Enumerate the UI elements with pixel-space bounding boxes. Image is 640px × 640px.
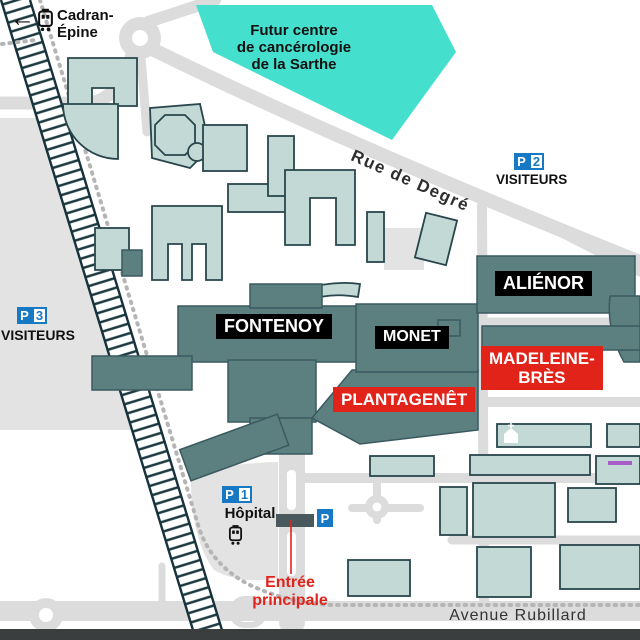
building — [606, 423, 640, 448]
building-courtyard — [151, 205, 223, 281]
parking-p-icon: P — [17, 307, 32, 324]
building-label-monet: MONET — [375, 326, 449, 349]
parking-p3-caption: VISITEURS — [1, 327, 75, 343]
parking-badge-p1: P 1 — [222, 486, 252, 503]
madeleine-bres-line1: MADELEINE- — [489, 349, 595, 368]
street-label-avenue-rubillard: Avenue Rubillard — [449, 607, 587, 624]
building-chapel-wing — [496, 423, 592, 448]
parking-p-icon: P — [514, 153, 529, 170]
madeleine-bres-line2: BRÈS — [518, 368, 566, 388]
parking-badge-drop-off: P — [317, 509, 333, 527]
entrance-line1: Entrée — [265, 574, 315, 591]
building — [202, 124, 248, 172]
building — [476, 546, 532, 598]
parking-number: 3 — [32, 307, 47, 324]
building — [439, 486, 468, 536]
future-center-line1: Futur centre — [250, 22, 338, 39]
future-center-label: Futur centre de cancérologie de la Sarth… — [213, 22, 375, 73]
chapel-icon — [504, 423, 518, 443]
future-center-line2: de cancérologie — [236, 39, 352, 56]
roundabouts-layer — [29, 17, 389, 632]
building-fan — [62, 103, 119, 160]
building — [121, 249, 143, 277]
building — [595, 455, 640, 485]
building-label-fontenoy: FONTENOY — [216, 314, 333, 339]
tram-track — [0, 0, 640, 607]
building-label-alienor: ALIÉNOR — [495, 271, 592, 296]
accent-mark — [608, 461, 632, 465]
building — [366, 211, 385, 263]
buildings-light-layer — [62, 57, 640, 598]
building-fontenoy-shape — [249, 283, 323, 309]
building — [178, 413, 290, 482]
parking-number: 2 — [529, 153, 544, 170]
tram-icon — [37, 8, 54, 37]
parking-p-icon: P — [222, 486, 237, 503]
building — [369, 455, 435, 477]
tram-terminus-name-line1: Cadran- — [57, 7, 114, 24]
arrow-left-icon: ← — [10, 4, 35, 32]
building-label-plantagenet: PLANTAGENÊT — [333, 387, 476, 413]
building-fontenoy-shape — [91, 355, 193, 391]
parking-p-icon: P — [317, 509, 333, 527]
parking-badge-p3: P 3 — [17, 307, 47, 324]
map-bottom-border — [0, 629, 640, 640]
tram-terminus-name-line2: Épine — [57, 24, 98, 41]
building — [472, 482, 556, 538]
building — [347, 559, 411, 597]
building-fontenoy-shape — [227, 359, 317, 423]
future-center-line3: de la Sarthe — [251, 56, 337, 73]
tram-icon — [228, 524, 243, 551]
building — [469, 454, 591, 476]
parking-number: 1 — [237, 486, 252, 503]
parking-p1-caption: Hôpital — [224, 505, 276, 522]
building-octagon — [154, 114, 196, 156]
entrance-line2: principale — [252, 591, 328, 609]
tram-platform — [276, 514, 314, 527]
building-courtyard — [284, 169, 356, 246]
building-label-madeleine-bres: MADELEINE- BRÈS — [481, 346, 603, 391]
main-entrance-label: Entrée principale — [240, 574, 340, 609]
building — [559, 544, 640, 590]
building — [567, 487, 617, 523]
parking-badge-p2: P 2 — [514, 153, 544, 170]
parking-p2-caption: VISITEURS — [496, 172, 568, 187]
future-center-site — [196, 5, 456, 140]
building — [413, 211, 459, 267]
